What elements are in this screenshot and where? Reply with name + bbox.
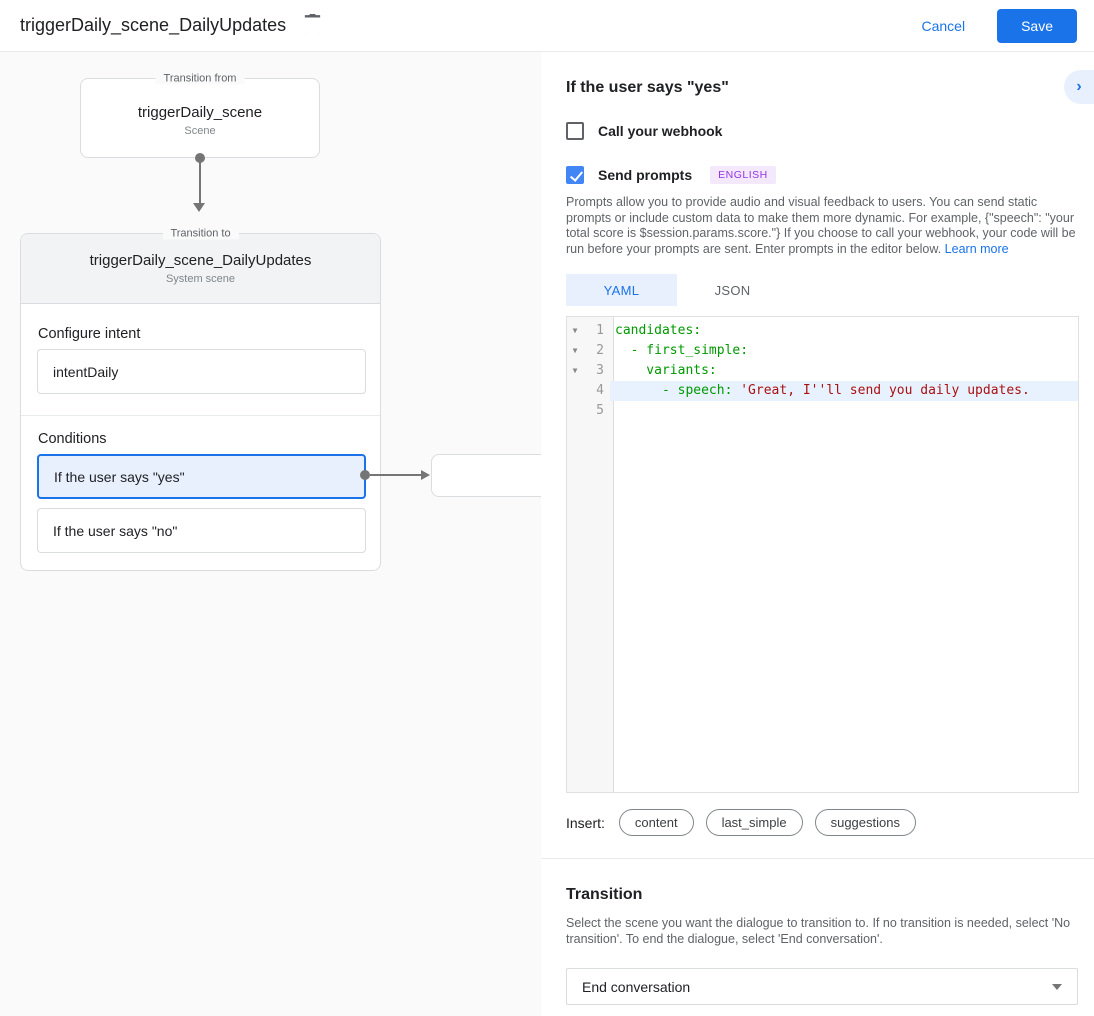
condition-target-node[interactable] — [431, 454, 541, 497]
line-number: 1 — [596, 323, 604, 338]
code-text: variants: — [615, 363, 717, 378]
save-button[interactable]: Save — [997, 8, 1077, 43]
condition-item-no[interactable]: If the user says "no" — [37, 508, 366, 553]
insert-chip-content[interactable]: content — [618, 809, 694, 836]
chevron-right-icon: › — [1076, 78, 1082, 95]
code-line-2: ▼ 2 - first_simple: — [567, 341, 1078, 361]
divider — [21, 415, 380, 416]
editor-format-tabs: YAML JSON — [566, 274, 788, 306]
code-line-3: ▼ 3 variants: — [567, 361, 1078, 381]
insert-row: Insert: content last_simple suggestions — [566, 809, 916, 836]
transition-to-node: Transition to triggerDaily_scene_DailyUp… — [20, 227, 381, 571]
connector-line-vertical — [199, 158, 201, 204]
code-line-4-active: 4 - speech: 'Great, I''ll send you daily… — [567, 381, 1078, 401]
page-title: triggerDaily_scene_DailyUpdates — [20, 15, 287, 35]
connector-dot-condition — [360, 470, 370, 480]
line-number: 3 — [596, 363, 604, 378]
code-text: candidates: — [615, 323, 702, 338]
transition-select[interactable]: End conversation — [566, 968, 1078, 1005]
condition-label: If the user says "no" — [53, 522, 178, 539]
transition-from-node[interactable]: Transition from triggerDaily_scene Scene — [80, 72, 320, 158]
dropdown-caret-icon — [1052, 983, 1062, 990]
condition-label: If the user says "yes" — [54, 468, 185, 485]
code-text: - speech: 'Great, I''ll send you daily u… — [610, 381, 1078, 401]
webhook-checkbox[interactable] — [566, 122, 584, 140]
insert-chip-last-simple[interactable]: last_simple — [705, 809, 803, 836]
line-number: 2 — [596, 343, 604, 358]
insert-chip-suggestions[interactable]: suggestions — [814, 809, 916, 836]
transition-section-title: Transition — [566, 886, 643, 903]
transition-from-legend: Transition from — [155, 72, 245, 85]
code-text: - first_simple: — [615, 343, 749, 358]
trash-icon — [304, 14, 321, 37]
transition-description: Select the scene you want the dialogue t… — [566, 916, 1071, 946]
to-scene-name: triggerDaily_scene_DailyUpdates — [89, 252, 312, 269]
intent-field[interactable]: intentDaily — [37, 349, 366, 394]
from-scene-type: Scene — [184, 125, 216, 137]
condition-item-yes[interactable]: If the user says "yes" — [37, 454, 366, 499]
arrowhead-down-icon — [193, 203, 205, 212]
tab-yaml[interactable]: YAML — [566, 274, 677, 306]
insert-label: Insert: — [566, 814, 605, 831]
fold-toggle-icon[interactable] — [567, 401, 583, 421]
cancel-button[interactable]: Cancel — [921, 17, 966, 34]
transition-select-value: End conversation — [582, 978, 691, 995]
divider — [541, 858, 1094, 859]
fold-toggle-icon[interactable]: ▼ — [572, 326, 578, 335]
code-line-5: 5 — [567, 401, 1078, 421]
fold-toggle-icon[interactable]: ▼ — [572, 366, 578, 375]
to-scene-header: triggerDaily_scene_DailyUpdates System s… — [21, 234, 380, 304]
arrowhead-right-icon — [421, 470, 430, 480]
condition-panel-title: If the user says "yes" — [566, 79, 729, 96]
condition-detail-panel: If the user says "yes" › Call your webho… — [541, 52, 1094, 1016]
scene-diagram-panel: Transition from triggerDaily_scene Scene… — [0, 52, 541, 1016]
collapse-panel-button[interactable]: › — [1064, 70, 1094, 104]
code-area: ▼ 1 candidates: ▼ 2 - first_simple: ▼ 3 … — [567, 317, 1078, 421]
fold-toggle-icon[interactable]: ▼ — [572, 346, 578, 355]
code-line-1: ▼ 1 candidates: — [567, 321, 1078, 341]
to-scene-type: System scene — [165, 273, 236, 285]
intent-value: intentDaily — [53, 363, 119, 380]
line-number: 5 — [596, 403, 604, 418]
transition-to-legend: Transition to — [162, 227, 239, 240]
connector-line-horizontal — [370, 474, 422, 476]
from-scene-name: triggerDaily_scene — [137, 104, 263, 121]
webhook-row: Call your webhook — [566, 122, 722, 140]
language-badge: ENGLISH — [710, 166, 776, 184]
webhook-label: Call your webhook — [598, 123, 723, 139]
code-text — [610, 401, 1078, 421]
send-prompts-checkbox[interactable] — [566, 166, 584, 184]
top-bar: triggerDaily_scene_DailyUpdates Cancel S… — [0, 0, 1094, 52]
send-prompts-row: Send prompts ENGLISH — [566, 166, 776, 184]
fold-toggle-icon[interactable] — [567, 381, 583, 401]
send-prompts-label: Send prompts — [598, 167, 693, 183]
line-number: 4 — [596, 383, 604, 398]
prompts-description: Prompts allow you to provide audio and v… — [566, 195, 1076, 256]
prompt-code-editor[interactable]: ▼ 1 candidates: ▼ 2 - first_simple: ▼ 3 … — [566, 316, 1079, 793]
conditions-label: Conditions — [38, 431, 107, 447]
configure-intent-label: Configure intent — [38, 326, 141, 342]
learn-more-link[interactable]: Learn more — [944, 241, 1009, 256]
delete-scene-button[interactable] — [304, 14, 321, 37]
tab-json[interactable]: JSON — [714, 282, 751, 298]
